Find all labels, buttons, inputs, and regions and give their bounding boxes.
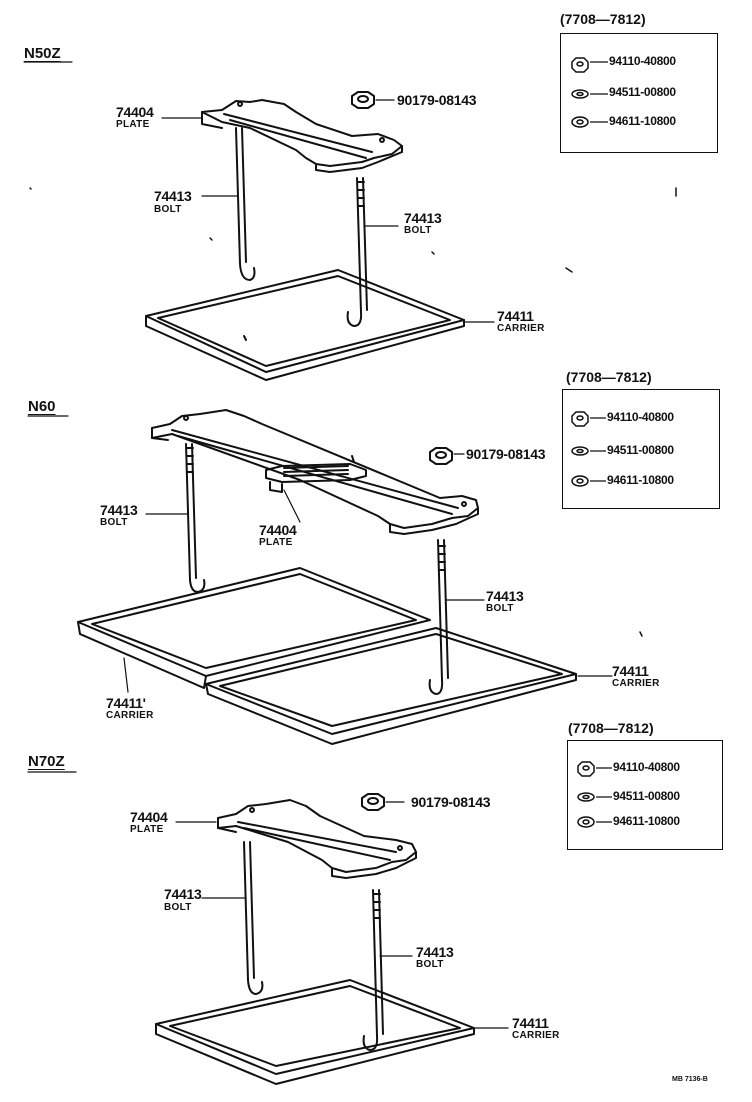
alt-part-icons [571, 57, 612, 828]
n70z-alt-range: (7708—7812) [568, 720, 654, 736]
n70z-alt-parts-box [567, 740, 723, 850]
n60-bolt-left-drawing [185, 443, 206, 593]
n70z-model-label: N70Z [28, 753, 65, 770]
n60-bolt-left-number: 74413 [100, 502, 138, 518]
n50z-plate-name: PLATE [116, 119, 150, 130]
n60-alt-parts-box [562, 389, 720, 509]
n60-carrier-alt-name: CARRIER [106, 710, 154, 721]
n60-bolt-right-number: 74413 [486, 588, 524, 604]
n60-alt-range: (7708—7812) [566, 369, 652, 385]
n60-alt-part-1: 94110-40800 [607, 410, 674, 424]
n50z-plate-drawing [201, 99, 403, 173]
n50z-bolt-right-number: 74413 [404, 210, 442, 226]
n70z-plate-number: 74404 [130, 809, 168, 825]
n70z-nut-drawing [361, 793, 385, 811]
n60-model-label: N60 [28, 398, 56, 415]
figure-code: MB 7136-B [672, 1076, 708, 1083]
n50z-alt-part-2: 94511-00800 [609, 85, 676, 99]
n60-carrier-drawing [205, 627, 577, 745]
n50z-bolt-right-name: BOLT [404, 225, 432, 236]
n60-bolt-left-name: BOLT [100, 517, 128, 528]
n60-alt-part-3: 94611-10800 [607, 473, 674, 487]
n70z-bolt-left-name: BOLT [164, 902, 192, 913]
n60-alt-icons [571, 411, 589, 487]
n70z-assembly [27, 771, 509, 1085]
n70z-carrier-number: 74411 [512, 1015, 549, 1031]
n70z-plate-name: PLATE [130, 824, 164, 835]
n50z-bolt-left-drawing [235, 127, 256, 281]
n50z-nut-number: 90179-08143 [397, 92, 477, 108]
n50z-assembly [23, 61, 495, 381]
n50z-nut-drawing [351, 91, 375, 109]
n50z-alt-icons [571, 57, 589, 128]
n70z-carrier-drawing [155, 979, 475, 1085]
n50z-alt-range: (7708—7812) [560, 11, 646, 27]
n70z-bolt-right-number: 74413 [416, 944, 454, 960]
n50z-carrier-drawing [145, 269, 465, 381]
n70z-nut-number: 90179-08143 [411, 794, 491, 810]
n70z-alt-part-1: 94110-40800 [613, 760, 680, 774]
n60-carrier-alt-drawing [77, 567, 431, 689]
n70z-bolt-right-name: BOLT [416, 959, 444, 970]
n60-carrier-number: 74411 [612, 663, 649, 679]
n50z-carrier-number: 74411 [497, 308, 534, 324]
n70z-plate-drawing [217, 799, 417, 879]
n60-carrier-alt-number: 74411' [106, 695, 146, 711]
n50z-plate-number: 74404 [116, 104, 154, 120]
n50z-alt-part-1: 94110-40800 [609, 54, 676, 68]
n50z-alt-part-3: 94611-10800 [609, 114, 676, 128]
n50z-bolt-right-drawing [346, 177, 368, 327]
n70z-alt-part-2: 94511-00800 [613, 789, 680, 803]
n60-nut-drawing [429, 447, 453, 465]
n50z-bolt-left-number: 74413 [154, 188, 192, 204]
n70z-alt-icons [577, 761, 595, 828]
n60-plate-name: PLATE [259, 537, 293, 548]
n70z-bolt-right-drawing [362, 889, 384, 1051]
n70z-alt-part-3: 94611-10800 [613, 814, 680, 828]
n70z-carrier-name: CARRIER [512, 1030, 560, 1041]
n70z-bolt-left-number: 74413 [164, 886, 202, 902]
n60-plate-number: 74404 [259, 522, 297, 538]
n50z-carrier-name: CARRIER [497, 323, 545, 334]
n70z-bolt-left-drawing [243, 841, 264, 995]
n60-bolt-right-name: BOLT [486, 603, 514, 614]
n50z-alt-parts-box [560, 33, 718, 153]
n50z-bolt-left-name: BOLT [154, 204, 182, 215]
n60-nut-number: 90179-08143 [466, 446, 546, 462]
n60-plate-drawing [151, 409, 479, 535]
n60-alt-part-2: 94511-00800 [607, 443, 674, 457]
n60-carrier-name: CARRIER [612, 678, 660, 689]
n60-assembly [27, 409, 613, 745]
n50z-model-label: N50Z [24, 45, 61, 62]
n60-bolt-right-drawing [428, 539, 449, 695]
